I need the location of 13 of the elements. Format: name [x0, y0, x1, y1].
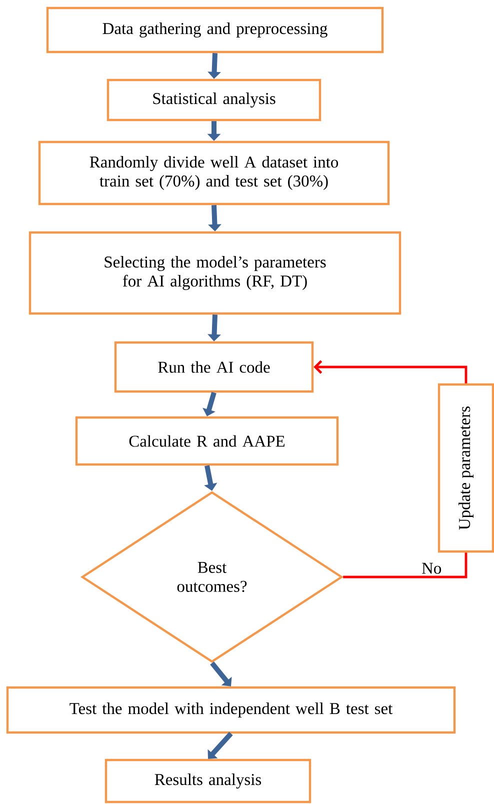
process-box: Data gathering and preprocessing — [46, 6, 384, 54]
arrow — [210, 662, 232, 686]
process-box: Update parameters — [438, 383, 494, 553]
process-box: Results analysis — [104, 758, 312, 804]
process-box: Statistical analysis — [106, 78, 322, 122]
process-box: Randomly divide well A dataset into train set (70%) and test set (30%) — [38, 140, 390, 206]
process-box: Calculate R and AAPE — [75, 416, 339, 466]
process-box: Run the AI code — [114, 341, 314, 393]
process-box: Test the model with independent well B test set — [6, 686, 456, 734]
edge-label: No — [420, 562, 443, 575]
process-box: Selecting the model’s parameters for AI algorithms (RF, DT) — [28, 231, 402, 315]
arrow — [208, 732, 233, 759]
arrow — [314, 360, 468, 384]
